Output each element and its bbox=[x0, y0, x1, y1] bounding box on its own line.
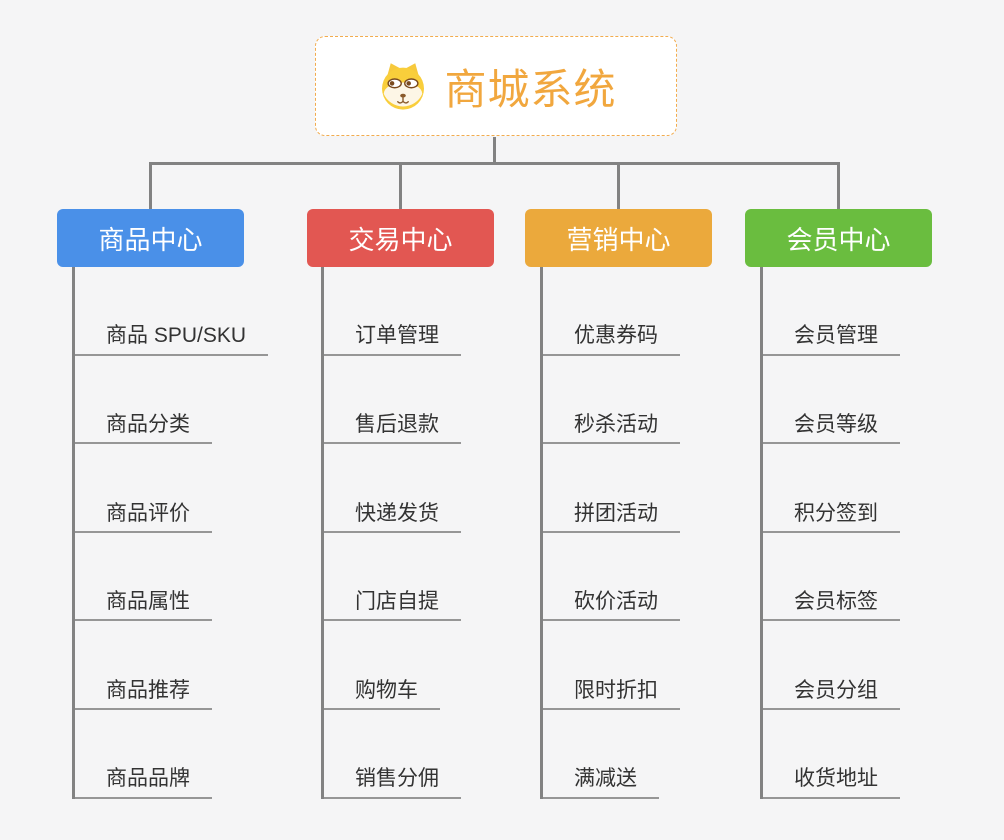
child-topic[interactable]: 门店自提 bbox=[324, 533, 461, 622]
topic-label[interactable]: 会员等级 bbox=[763, 413, 900, 445]
topic-label[interactable]: 商品分类 bbox=[75, 413, 212, 445]
topic-label[interactable]: 购物车 bbox=[324, 679, 440, 710]
topic-label[interactable]: 订单管理 bbox=[324, 324, 461, 356]
topic-label[interactable]: 商品推荐 bbox=[75, 679, 212, 710]
branch-node-marketing[interactable]: 营销中心 bbox=[525, 209, 712, 267]
topic-label[interactable]: 满减送 bbox=[543, 767, 659, 799]
topic-label[interactable]: 优惠券码 bbox=[543, 324, 680, 356]
child-topic[interactable]: 售后退款 bbox=[324, 356, 461, 445]
topic-label[interactable]: 拼团活动 bbox=[543, 502, 680, 533]
branch-node-trade[interactable]: 交易中心 bbox=[307, 209, 494, 267]
child-topic[interactable]: 会员分组 bbox=[763, 621, 900, 710]
child-topic[interactable]: 快递发货 bbox=[324, 444, 461, 533]
topic-label[interactable]: 商品品牌 bbox=[75, 767, 212, 799]
topic-label[interactable]: 会员标签 bbox=[763, 590, 900, 622]
child-topic[interactable]: 积分签到 bbox=[763, 444, 900, 533]
topic-label[interactable]: 积分签到 bbox=[763, 502, 900, 533]
child-topic[interactable]: 会员管理 bbox=[763, 267, 900, 356]
child-list-trade: 订单管理 售后退款 快递发货 门店自提 购物车 销售分佣 bbox=[321, 267, 461, 799]
topic-label[interactable]: 收货地址 bbox=[763, 767, 900, 799]
child-topic[interactable]: 商品推荐 bbox=[75, 621, 268, 710]
topic-label[interactable]: 商品属性 bbox=[75, 590, 212, 622]
child-topic[interactable]: 优惠券码 bbox=[543, 267, 680, 356]
child-topic[interactable]: 会员等级 bbox=[763, 356, 900, 445]
connector-root-stub bbox=[493, 137, 496, 163]
child-list-member: 会员管理 会员等级 积分签到 会员标签 会员分组 收货地址 bbox=[760, 267, 900, 799]
child-topic[interactable]: 拼团活动 bbox=[543, 444, 680, 533]
child-topic[interactable]: 商品品牌 bbox=[75, 710, 268, 799]
child-topic[interactable]: 订单管理 bbox=[324, 267, 461, 356]
child-topic[interactable]: 商品评价 bbox=[75, 444, 268, 533]
connector-drop-member bbox=[837, 162, 840, 210]
child-topic[interactable]: 秒杀活动 bbox=[543, 356, 680, 445]
topic-label[interactable]: 会员管理 bbox=[763, 324, 900, 356]
topic-label[interactable]: 销售分佣 bbox=[324, 767, 461, 799]
child-list-product: 商品 SPU/SKU 商品分类 商品评价 商品属性 商品推荐 商品品牌 bbox=[72, 267, 269, 799]
branch-node-member[interactable]: 会员中心 bbox=[745, 209, 932, 267]
topic-label[interactable]: 快递发货 bbox=[324, 502, 461, 533]
topic-label[interactable]: 售后退款 bbox=[324, 413, 461, 445]
child-topic[interactable]: 砍价活动 bbox=[543, 533, 680, 622]
child-topic[interactable]: 购物车 bbox=[324, 621, 461, 710]
child-topic[interactable]: 收货地址 bbox=[763, 710, 900, 799]
connector-drop-product bbox=[149, 162, 152, 210]
root-node[interactable]: 商城系统 bbox=[315, 36, 677, 136]
child-topic[interactable]: 商品 SPU/SKU bbox=[75, 267, 269, 356]
connector-drop-trade bbox=[399, 162, 402, 210]
topic-label[interactable]: 商品 SPU/SKU bbox=[75, 324, 269, 356]
topic-label[interactable]: 限时折扣 bbox=[543, 679, 680, 710]
root-title: 商城系统 bbox=[444, 65, 617, 113]
child-topic[interactable]: 限时折扣 bbox=[543, 621, 680, 710]
topic-label[interactable]: 砍价活动 bbox=[543, 590, 680, 622]
child-topic[interactable]: 商品属性 bbox=[75, 533, 268, 622]
topic-label[interactable]: 商品评价 bbox=[75, 502, 212, 533]
branch-node-product[interactable]: 商品中心 bbox=[57, 209, 244, 267]
dog-face-icon bbox=[382, 63, 425, 110]
topic-label[interactable]: 秒杀活动 bbox=[543, 413, 680, 445]
topic-label[interactable]: 会员分组 bbox=[763, 679, 900, 710]
connector-drop-marketing bbox=[617, 162, 620, 210]
child-topic[interactable]: 会员标签 bbox=[763, 533, 900, 622]
child-topic[interactable]: 商品分类 bbox=[75, 356, 268, 445]
connector-horizontal bbox=[149, 162, 840, 165]
child-list-marketing: 优惠券码 秒杀活动 拼团活动 砍价活动 限时折扣 满减送 bbox=[540, 267, 680, 799]
child-topic[interactable]: 满减送 bbox=[543, 710, 680, 799]
topic-label[interactable]: 门店自提 bbox=[324, 590, 461, 622]
child-topic[interactable]: 销售分佣 bbox=[324, 710, 461, 799]
